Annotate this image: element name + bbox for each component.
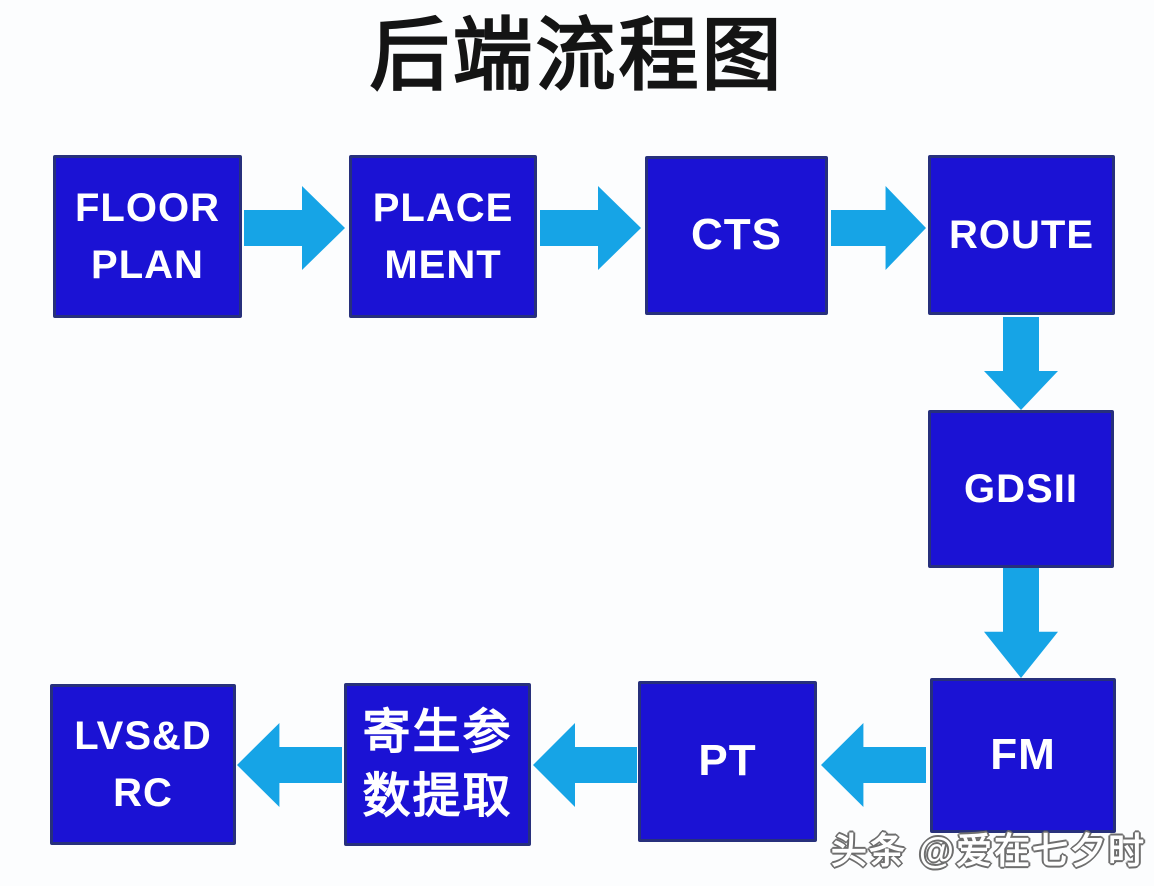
node-fm: FM (930, 678, 1116, 833)
arrow-right-icon (540, 186, 641, 270)
arrow-left-icon (237, 723, 342, 807)
arrow-down-icon (984, 317, 1058, 410)
arrow-right-icon (244, 186, 345, 270)
watermark: 头条 @爱在七夕时 (830, 830, 1146, 871)
arrow-left-icon (533, 723, 637, 807)
node-lvs-drc: LVS&D RC (50, 684, 236, 845)
arrow-left-icon (821, 723, 926, 807)
arrow-down-icon (984, 568, 1058, 678)
node-label: RC (113, 770, 173, 815)
node-label: MENT (384, 242, 502, 287)
node-label: PT (698, 736, 757, 786)
arrow-right-icon (831, 186, 926, 270)
node-floor-plan: FLOOR PLAN (53, 155, 242, 318)
node-label: 数提取 (362, 769, 513, 823)
node-label: FM (990, 730, 1056, 780)
node-pt: PT (638, 681, 817, 842)
node-gdsii: GDSII (928, 410, 1114, 568)
node-label: PLACE (372, 185, 514, 230)
node-parasitic-extraction: 寄生参 数提取 (344, 683, 531, 846)
node-label: PLAN (91, 242, 204, 287)
node-label: FLOOR (75, 185, 220, 230)
node-label: 寄生参 (362, 706, 513, 760)
node-label: ROUTE (949, 212, 1094, 257)
node-placement: PLACE MENT (349, 155, 537, 318)
node-cts: CTS (645, 156, 828, 315)
node-route: ROUTE (928, 155, 1115, 315)
node-label: CTS (691, 210, 782, 260)
page-title: 后端流程图 (369, 11, 785, 100)
node-label: LVS&D (74, 713, 212, 758)
node-label: GDSII (964, 466, 1078, 511)
